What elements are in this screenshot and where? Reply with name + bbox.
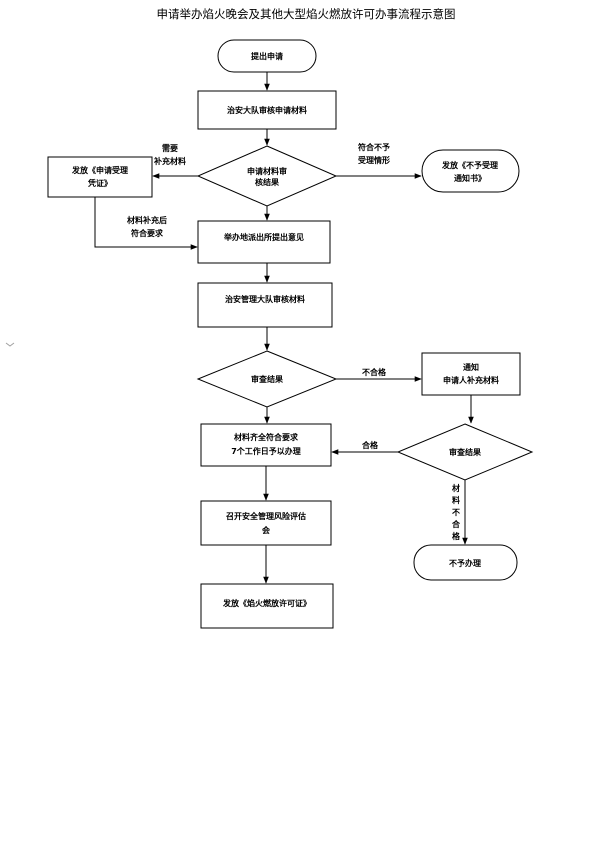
edge-label-materials-unqualified-3: 不 <box>452 508 460 517</box>
materials-complete-box <box>200 423 332 467</box>
edge-label-materials-unqualified-4: 合 <box>451 519 461 529</box>
review-materials-box <box>197 90 337 130</box>
issue-permit-box <box>200 583 334 629</box>
issue-permit-label: 发放《焰火燃放许可证》 <box>222 598 311 608</box>
review-result-label: 审查结果 <box>251 374 283 384</box>
materials-check-label-1: 申请材料审 <box>247 166 287 176</box>
police-station-label: 举办地派出所提出意见 <box>223 232 304 242</box>
security-brigade-box <box>197 282 333 328</box>
edge-label-does-not-meet-2: 受理情形 <box>358 155 390 165</box>
safety-meeting-label-2: 会 <box>262 525 270 535</box>
edge-label-materials-unqualified: 材 料 不 合 格 <box>451 483 461 541</box>
start-node-label: 提出申请 <box>251 51 283 61</box>
notify-supplement-label-2: 申请人补充材料 <box>443 375 499 385</box>
materials-check-label-2: 核结果 <box>255 177 279 187</box>
edge-label-qualified: 合格 <box>361 440 379 450</box>
edge-label-needs-supplement-2: 补充材料 <box>153 156 186 166</box>
margin-caret-icon <box>5 342 15 347</box>
issue-receipt-label-1: 发放《申请受理 <box>71 165 128 175</box>
edge-label-supplemented-2: 符合要求 <box>131 228 164 238</box>
review-result-2-label: 审查结果 <box>449 447 481 457</box>
edge-receipt-to-police <box>94 197 198 250</box>
edge-label-supplemented-1: 材料补充后 <box>127 215 167 225</box>
edge-label-does-not-meet-1: 符合不予 <box>358 142 390 152</box>
security-brigade-label: 治安管理大队审核材料 <box>225 294 305 304</box>
edge-label-materials-unqualified-2: 料 <box>452 495 460 505</box>
edge-label-needs-supplement-1: 需要 <box>162 143 178 153</box>
safety-meeting-label-1: 召开安全管理风险评估 <box>226 511 306 521</box>
edge-label-unqualified: 不合格 <box>362 367 387 377</box>
materials-complete-label-2: 7个工作日予以办理 <box>231 446 301 456</box>
not-processed-node <box>413 544 518 581</box>
not-processed-label: 不予办理 <box>449 558 481 568</box>
notify-supplement-box <box>421 352 521 396</box>
issue-receipt-box <box>47 156 153 198</box>
issue-rejection-label-1: 发放《不予受理 <box>441 160 498 170</box>
edge-label-materials-unqualified-5: 格 <box>452 531 461 541</box>
review-materials-label: 治安大队审核申请材料 <box>227 105 307 115</box>
issue-receipt-label-2: 凭证》 <box>87 178 112 188</box>
materials-complete-label-1: 材料齐全符合要求 <box>234 432 299 442</box>
issue-rejection-label-2: 通知书》 <box>454 173 486 183</box>
materials-check-diamond <box>196 145 338 207</box>
issue-rejection-node <box>421 149 520 193</box>
safety-meeting-box <box>200 500 332 546</box>
edge-label-materials-unqualified-1: 材 <box>452 483 460 493</box>
page-title: 申请举办焰火晚会及其他大型焰火燃放许可办事流程示意图 <box>157 7 456 21</box>
police-station-box <box>197 220 331 264</box>
notify-supplement-label-1: 通知 <box>463 362 479 372</box>
